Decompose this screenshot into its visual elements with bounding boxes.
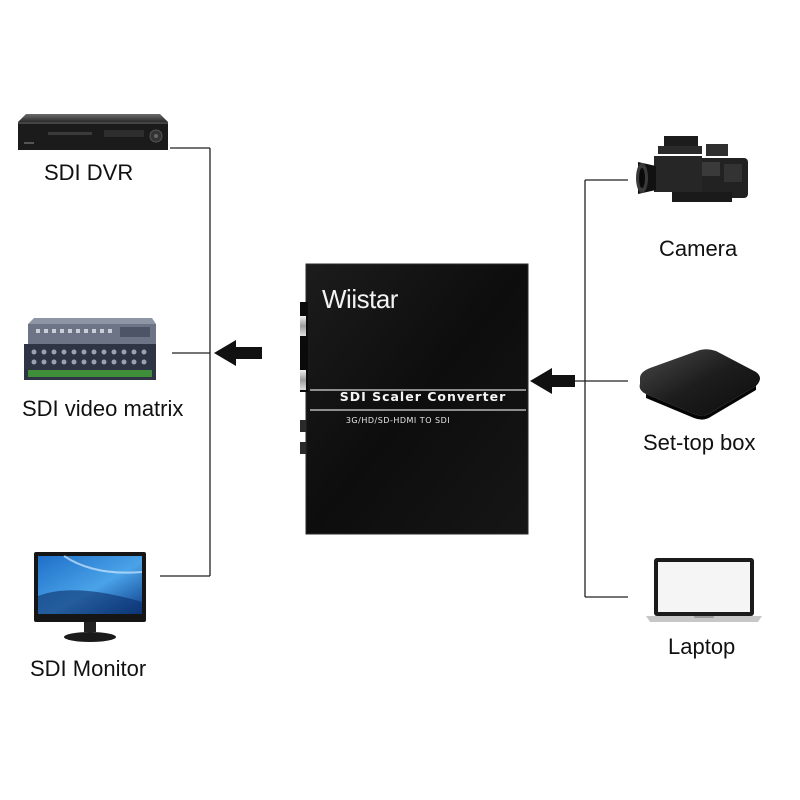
converter-subtitle: 3G/HD/SD-HDMI TO SDI [345,416,451,425]
monitor-icon [34,552,146,642]
set-top-box-icon [639,349,760,420]
video-matrix-icon [24,318,156,380]
dvr-icon [18,114,168,150]
monitor-device [34,552,146,644]
laptop-label: Laptop [668,634,736,659]
sdi-scaler-converter: Wiistar SDI Scaler Converter 3G/HD/SD-HD… [258,262,530,537]
matrix-label: SDI video matrix [22,396,184,421]
settop-device [636,348,764,420]
brand-logo: Wiistar [322,284,398,314]
right-bus [575,179,628,598]
video-matrix-device [24,318,156,382]
dvr-device [18,112,168,152]
camcorder-icon [636,136,748,202]
laptop-device [646,556,762,624]
camera-label: Camera [659,236,738,261]
monitor-label: SDI Monitor [30,656,147,681]
left-bus [160,147,211,577]
converter-title: SDI Scaler Converter [339,389,507,404]
input-arrow-icon [530,368,575,394]
settop-label: Set-top box [643,430,756,455]
laptop-icon [646,558,762,622]
output-arrow-icon [214,340,262,366]
dvr-label: SDI DVR [44,160,134,185]
camera-device [636,128,756,224]
